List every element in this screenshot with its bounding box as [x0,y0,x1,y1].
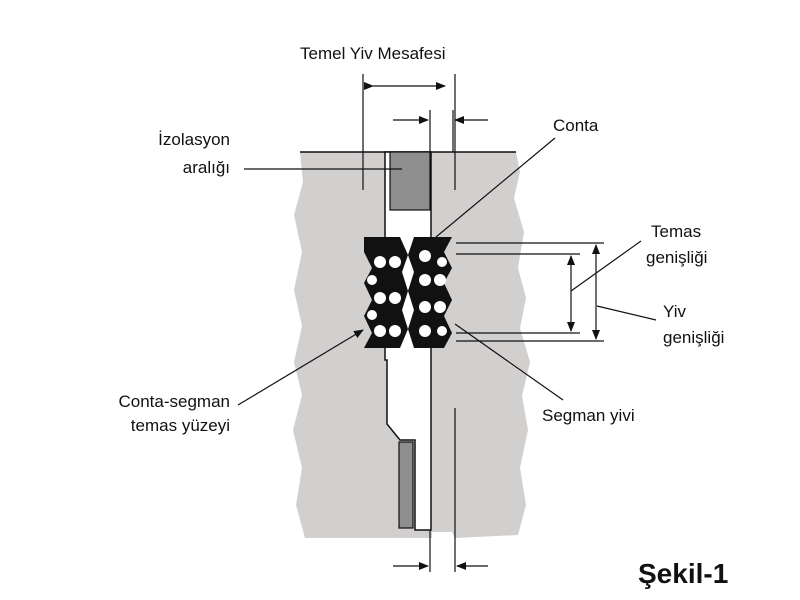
top-gap-dimension [393,110,488,152]
label-seal: Conta [553,116,599,135]
label-seal-ring-contact-line1: Conta-segman [118,392,230,411]
seal-right-holes [419,250,447,337]
basic-groove-distance-dimension [362,74,456,190]
lower-segment-bar [398,441,414,529]
figure-caption: Şekil-1 [638,558,729,589]
bottom-gap-dimension [393,408,488,572]
label-groove-width-line2: genişliği [663,328,725,347]
label-insulation-gap-line1: İzolasyon [158,130,230,149]
label-contact-width-line2: genişliği [646,248,708,267]
width-dimensions [456,242,604,342]
label-seal-ring-contact-line2: temas yüzeyi [130,416,230,435]
label-ring-groove: Segman yivi [542,406,635,425]
insulation-block [389,151,431,211]
label-insulation-gap-line2: aralığı [182,158,230,177]
label-groove-width-line1: Yiv [663,302,686,321]
leader-lines [237,137,657,406]
label-contact-width-line1: Temas [651,222,702,241]
seal-left-holes [367,256,401,337]
label-basic-groove-distance: Temel Yiv Mesafesi [300,44,446,63]
